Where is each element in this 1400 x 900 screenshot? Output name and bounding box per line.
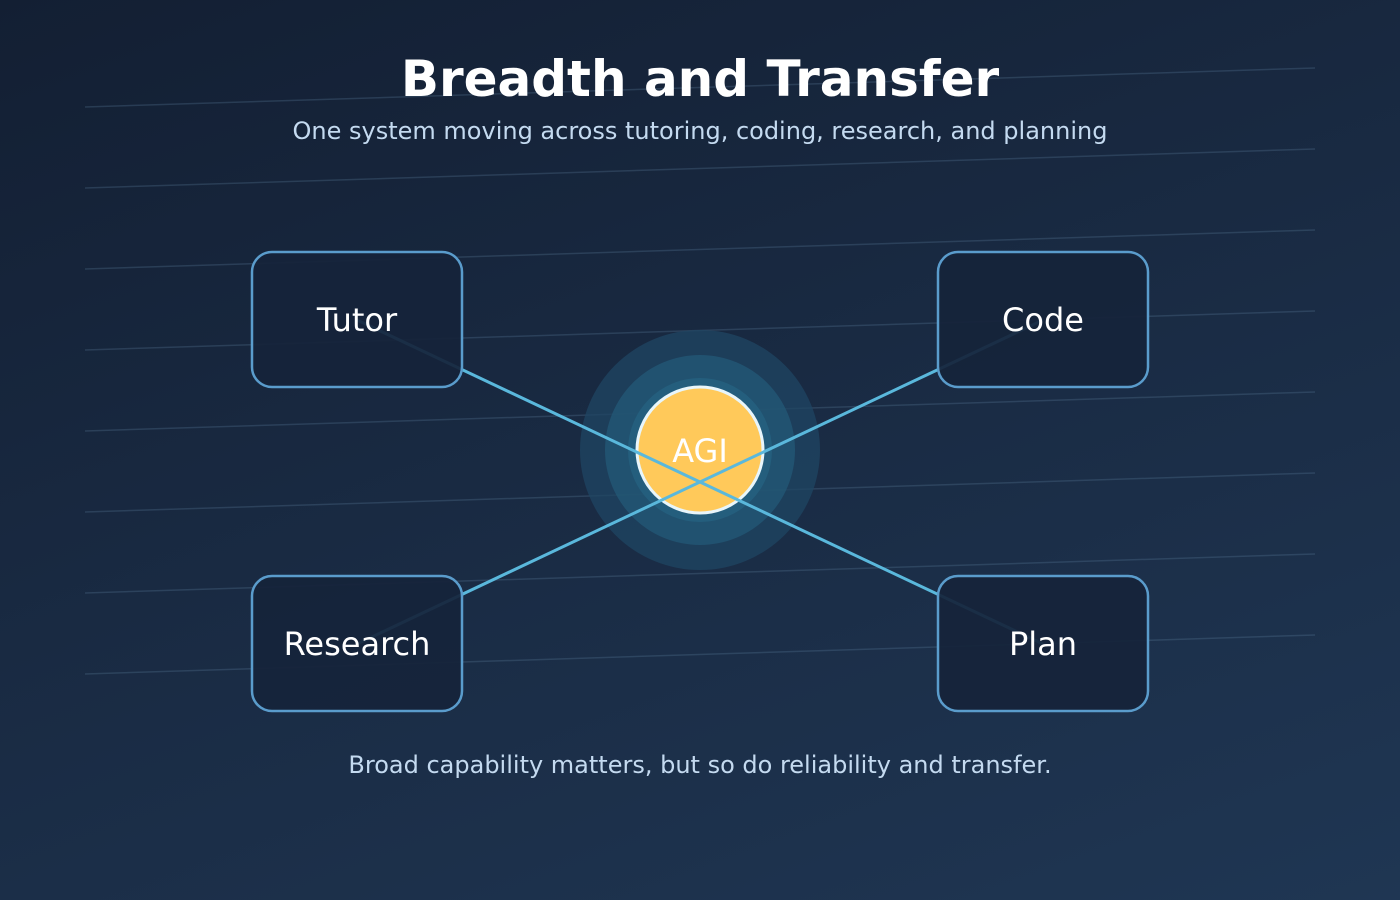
node-tutor-label: Tutor <box>316 301 398 339</box>
agi-node <box>635 385 765 515</box>
node-tutor[interactable]: Tutor <box>250 250 464 389</box>
caption: Broad capability matters, but so do reli… <box>348 751 1052 779</box>
page-subtitle: One system moving across tutoring, codin… <box>292 117 1108 145</box>
node-code[interactable]: Code <box>936 250 1150 389</box>
node-plan-label: Plan <box>1009 625 1077 663</box>
node-research[interactable]: Research <box>250 574 464 713</box>
edge-code <box>356 318 1044 646</box>
background-line <box>84 148 1316 189</box>
page-title: Breadth and Transfer <box>400 50 1000 108</box>
node-plan[interactable]: Plan <box>936 574 1150 713</box>
node-code-label: Code <box>1002 301 1084 339</box>
edges <box>356 318 1044 646</box>
background-line <box>84 67 1316 108</box>
node-research-label: Research <box>284 625 431 663</box>
agi-label: AGI <box>672 432 728 470</box>
